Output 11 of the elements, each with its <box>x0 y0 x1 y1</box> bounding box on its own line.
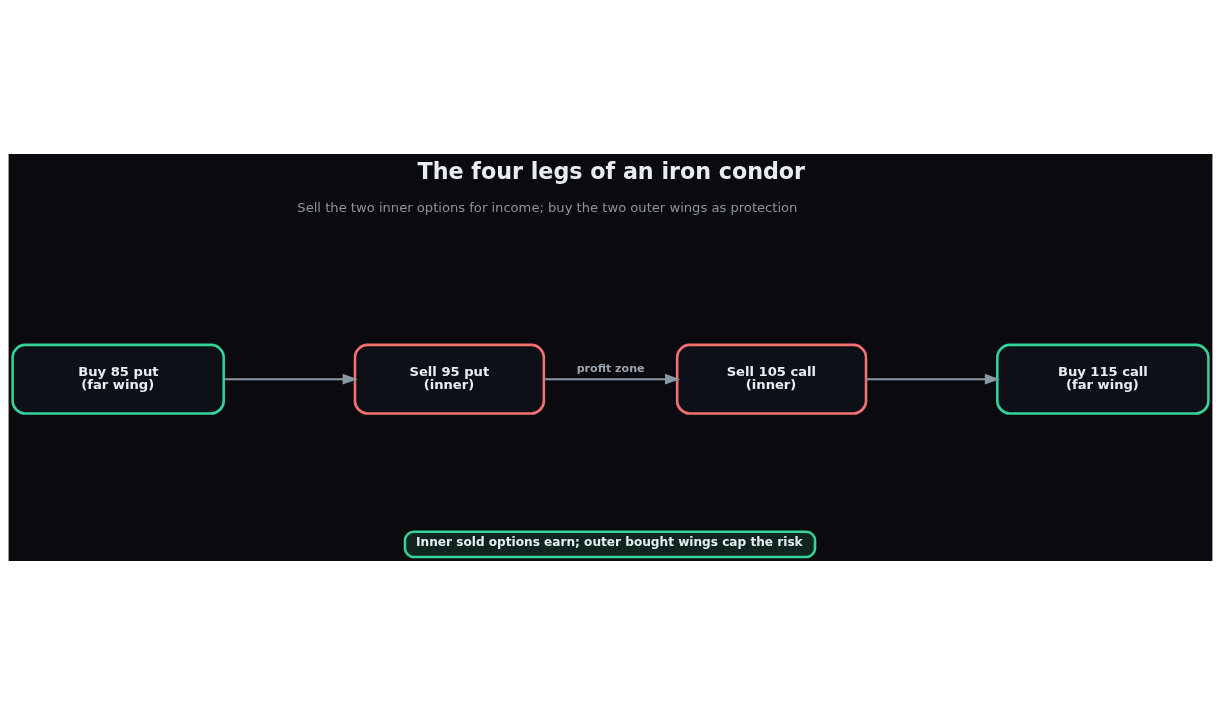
node-box: Sell 105 call (inner) <box>675 343 868 415</box>
diagram-title: The four legs of an iron condor <box>417 157 806 184</box>
node-box: Sell 95 put (inner) <box>353 343 546 415</box>
edge-label: profit zone <box>576 361 645 375</box>
arrow <box>543 373 681 385</box>
label: Sell the two inner options for income; buy the two outer wings as protection <box>297 199 798 215</box>
node-box: Buy 115 call (far wing) <box>996 343 1210 415</box>
arrow <box>223 373 358 385</box>
node-box: Inner sold options earn; outer bought wings cap the risk <box>403 529 817 558</box>
arrow <box>866 373 1000 385</box>
node-box: Buy 85 put (far wing) <box>11 343 225 415</box>
